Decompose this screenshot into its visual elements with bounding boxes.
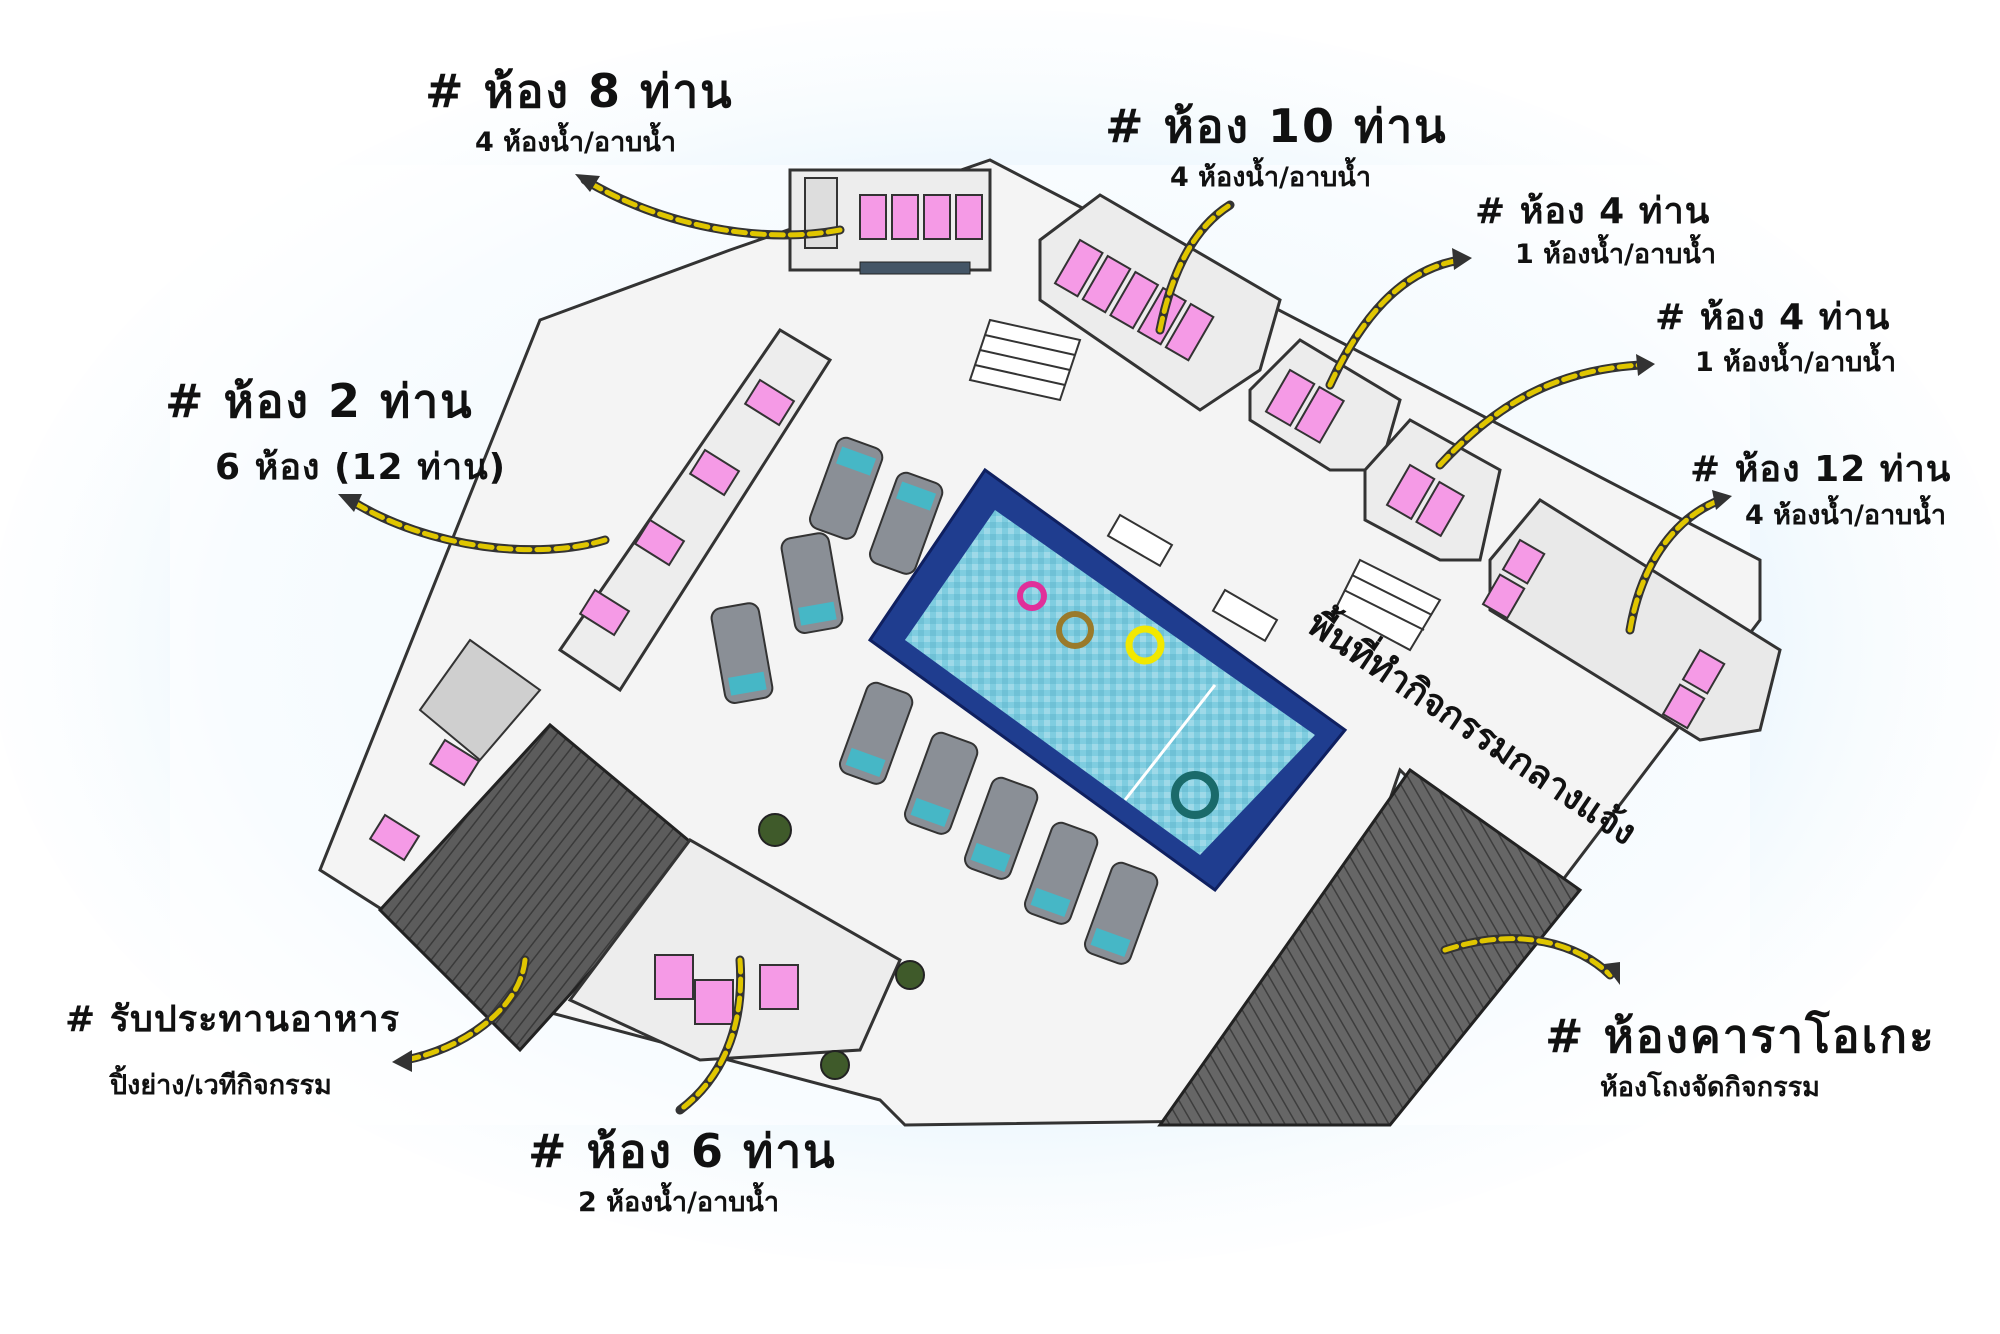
bed-icon — [1661, 683, 1706, 730]
bed-icon — [368, 813, 421, 862]
room4a-sub: 1 ห้องน้ำ/อาบน้ำ — [1515, 239, 1716, 270]
bed-icon — [428, 738, 481, 787]
room10-title: # ห้อง 10 ท่าน — [1105, 99, 1448, 153]
room6-sub: 2 ห้องน้ำ/อาบน้ำ — [578, 1187, 779, 1218]
car-icon — [1083, 861, 1159, 965]
bed-icon — [1501, 538, 1546, 585]
stairs-icon — [1333, 558, 1442, 652]
car-icon — [1023, 821, 1099, 925]
pool-float-icon — [1056, 611, 1094, 649]
stairs-icon — [968, 318, 1082, 402]
arrow-room10 — [1155, 200, 1235, 335]
bed-icon — [694, 979, 734, 1025]
room8-title: # ห้อง 8 ท่าน — [425, 64, 734, 118]
tree-icon — [895, 960, 925, 990]
karaoke-title: # ห้องคาราโอเกะ — [1545, 1009, 1936, 1063]
car-icon — [963, 776, 1039, 880]
arrow-room12 — [1625, 490, 1732, 635]
arrow-room6 — [675, 955, 746, 1115]
bed-icon — [1481, 573, 1526, 620]
room8-sub: 4 ห้องน้ำ/อาบน้ำ — [475, 127, 676, 158]
swimming-pool — [867, 467, 1348, 893]
car-icon — [808, 436, 884, 540]
tree-icon — [820, 1050, 850, 1080]
bed-icon — [1081, 254, 1132, 314]
bed-icon — [859, 194, 887, 240]
bed-icon — [1415, 480, 1466, 538]
room12-title: # ห้อง 12 ท่าน — [1690, 449, 1952, 490]
room-6-block — [567, 838, 902, 1062]
bed-icon — [955, 194, 983, 240]
dining-title: # รับประทานอาหาร — [65, 999, 401, 1040]
arrow-room8 — [575, 174, 845, 240]
room-4b-block — [1363, 418, 1502, 562]
car-icon — [868, 471, 944, 575]
room12-sub: 4 ห้องน้ำ/อาบน้ำ — [1745, 500, 1946, 531]
tree-icon — [758, 813, 792, 847]
room-10-block — [1038, 193, 1282, 412]
karaoke-sub: ห้องโถงจัดกิจกรรม — [1600, 1072, 1820, 1103]
car-icon — [838, 681, 914, 785]
room4b-title: # ห้อง 4 ท่าน — [1655, 297, 1891, 338]
bed-icon — [1681, 648, 1726, 695]
arrow-room4a — [1325, 248, 1472, 390]
arrow-room2 — [338, 494, 610, 555]
bed-icon — [688, 448, 741, 497]
room10-sub: 4 ห้องน้ำ/อาบน้ำ — [1170, 162, 1371, 193]
car-icon — [710, 602, 774, 704]
arrows — [338, 174, 1732, 1115]
room-4a-block — [1248, 338, 1402, 472]
bed-icon — [1164, 302, 1215, 362]
pool-float-icon — [1125, 625, 1165, 665]
dining-sub: ปิ้งย่าง/เวทีกิจกรรม — [110, 1070, 332, 1101]
bed-icon — [1109, 270, 1160, 330]
room-8-block — [788, 168, 992, 275]
bed-icon — [759, 964, 799, 1010]
bed-icon — [578, 588, 631, 637]
bed-icon — [1264, 368, 1316, 427]
room6-title: # ห้อง 6 ท่าน — [528, 1124, 837, 1178]
table-icon — [1106, 513, 1174, 568]
bed-icon — [633, 518, 686, 567]
car-icon — [903, 731, 979, 835]
arrow-room4b — [1435, 354, 1655, 470]
bed-icon — [1053, 238, 1104, 298]
arrow-dining — [392, 955, 530, 1072]
room-2-wing — [368, 327, 833, 862]
car-icon — [780, 532, 844, 634]
bed-icon — [743, 378, 796, 427]
bed-icon — [654, 954, 694, 1000]
pool-float-icon — [1171, 771, 1219, 819]
room4a-title: # ห้อง 4 ท่าน — [1475, 191, 1711, 232]
table-icon — [1211, 588, 1279, 643]
room4b-sub: 1 ห้องน้ำ/อาบน้ำ — [1695, 347, 1896, 378]
bed-icon — [1385, 463, 1436, 521]
room2-sub: 6 ห้อง (12 ท่าน) — [215, 447, 507, 488]
bed-icon — [1294, 385, 1346, 444]
bed-icon — [923, 194, 951, 240]
arrow-karaoke — [1440, 934, 1620, 985]
bed-icon — [891, 194, 919, 240]
pool-float-icon — [1017, 581, 1047, 611]
room2-title: # ห้อง 2 ท่าน — [165, 374, 474, 428]
karaoke-roof — [1157, 767, 1583, 1127]
